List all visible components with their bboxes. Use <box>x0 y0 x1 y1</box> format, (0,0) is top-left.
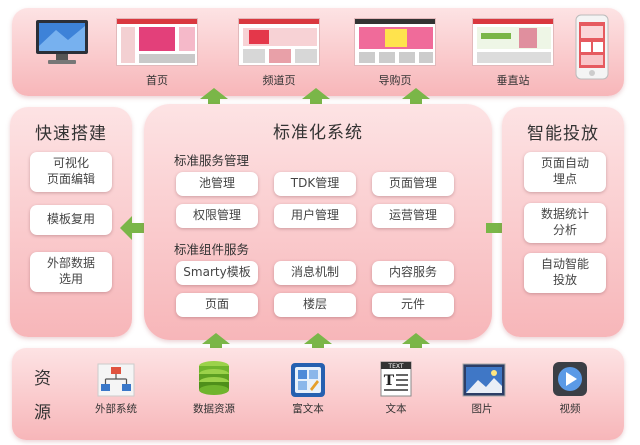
resource-label: 富文本 <box>292 403 324 415</box>
panel-title: 智能投放 <box>527 124 599 144</box>
auto-tracking-card: 页面自动 埋点 <box>524 152 606 192</box>
template-reuse-card: 模板复用 <box>30 205 112 235</box>
standardized-system-panel: 标准化系统 标准服务管理 池管理 TDK管理 页面管理 权限管理 用户管理 运营… <box>144 104 492 340</box>
service-card: 权限管理 <box>176 204 258 228</box>
smart-delivery-panel: 智能投放 页面自动 埋点 数据统计 分析 自动智能 投放 <box>502 107 624 337</box>
top-item-home: 首页 <box>112 18 202 88</box>
component-card: 页面 <box>176 293 258 317</box>
resource-item-text: TEXT T 文本 <box>366 360 426 416</box>
panel-title: 快速搭建 <box>35 124 107 144</box>
external-data-card: 外部数据 选用 <box>30 252 112 292</box>
top-item-monitor <box>32 18 92 69</box>
svg-text:T: T <box>384 373 395 389</box>
vertical-site-thumbnail <box>472 18 554 66</box>
resource-label: 图片 <box>471 403 493 415</box>
visual-page-editor-card: 可视化 页面编辑 <box>30 152 112 192</box>
component-card: 内容服务 <box>372 261 454 285</box>
top-item-label: 频道页 <box>262 74 296 87</box>
component-service-label: 标准组件服务 <box>174 242 250 257</box>
smartphone-icon <box>575 14 609 80</box>
guide-page-thumbnail <box>354 18 436 66</box>
text-document-icon: TEXT T <box>380 361 412 397</box>
org-chart-icon <box>97 363 135 397</box>
service-card: 池管理 <box>176 172 258 196</box>
top-item-channel: 频道页 <box>234 18 324 88</box>
resource-item-external-system: 外部系统 <box>86 362 146 416</box>
database-icon <box>199 361 229 395</box>
service-card: 页面管理 <box>372 172 454 196</box>
resource-item-image: 图片 <box>452 362 512 416</box>
text-icon-caption: TEXT <box>387 363 403 370</box>
auto-delivery-card: 自动智能 投放 <box>524 253 606 293</box>
service-card: 用户管理 <box>274 204 356 228</box>
homepage-thumbnail <box>116 18 198 66</box>
arrow-up-icon <box>402 88 430 110</box>
resource-item-video: 视频 <box>540 360 600 416</box>
arrow-up-icon <box>304 333 332 355</box>
top-item-guide: 导购页 <box>350 18 440 88</box>
monitor-icon <box>36 20 88 64</box>
resource-item-data: 数据资源 <box>184 360 244 416</box>
resource-label: 外部系统 <box>95 403 137 415</box>
quick-build-panel: 快速搭建 可视化 页面编辑 模板复用 外部数据 选用 <box>10 107 132 337</box>
arrow-up-icon <box>402 333 430 355</box>
rich-text-icon <box>291 363 325 397</box>
resource-label: 视频 <box>559 403 581 415</box>
component-card: 元件 <box>372 293 454 317</box>
component-card: Smarty模板 <box>176 261 258 285</box>
resources-band: 资 源 外部系统 数据资源 <box>12 348 624 440</box>
component-card: 楼层 <box>274 293 356 317</box>
video-play-icon <box>553 362 587 396</box>
resources-label-top: 资 <box>34 369 51 389</box>
resource-item-rich-text: 富文本 <box>278 362 338 416</box>
arrow-left-icon <box>120 216 148 240</box>
top-item-label: 垂直站 <box>496 74 530 87</box>
arrow-up-icon <box>302 88 330 110</box>
top-item-vertical: 垂直站 <box>468 18 558 88</box>
service-card: TDK管理 <box>274 172 356 196</box>
service-management-label: 标准服务管理 <box>174 153 250 168</box>
display-channels-band: 首页 频道页 导购页 <box>12 8 624 96</box>
channel-page-thumbnail <box>238 18 320 66</box>
arrow-up-icon <box>202 333 230 355</box>
resource-label: 数据资源 <box>193 403 235 415</box>
data-analytics-card: 数据统计 分析 <box>524 203 606 243</box>
resource-label: 文本 <box>385 403 407 415</box>
image-icon <box>462 363 506 397</box>
top-item-label: 导购页 <box>378 74 412 87</box>
service-card: 运营管理 <box>372 204 454 228</box>
resources-label-bottom: 源 <box>34 403 51 423</box>
component-card: 消息机制 <box>274 261 356 285</box>
arrow-up-icon <box>200 88 228 110</box>
panel-title: 标准化系统 <box>273 123 363 143</box>
top-item-label: 首页 <box>146 74 168 87</box>
top-item-phone <box>574 14 610 83</box>
